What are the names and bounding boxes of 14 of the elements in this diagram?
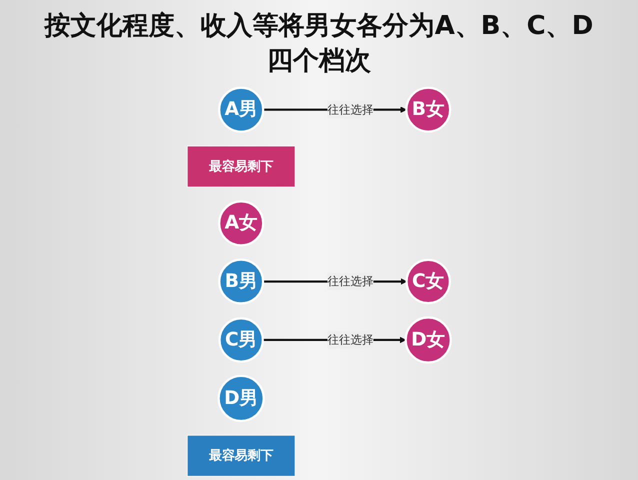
node-circle: C男 [218, 317, 264, 363]
edge-label: 往往选择 [327, 274, 374, 288]
title: 按文化程度、收入等将男女各分为A、B、C、D四个档次 [43, 10, 594, 78]
node-circle: B女 [405, 86, 452, 133]
node-circle: A女 [218, 200, 264, 246]
node-circle: C女 [406, 258, 451, 304]
node-circle: D女 [404, 316, 452, 364]
node-circle: D男 [218, 374, 265, 422]
edge-label: 往往选择 [327, 102, 374, 116]
node-circle: A男 [218, 86, 264, 133]
edge-label: 往往选择 [327, 332, 374, 346]
node-box: 最容易剩下 [186, 434, 296, 477]
node-box: 最容易剩下 [186, 146, 296, 188]
node-circle: B男 [218, 258, 264, 304]
